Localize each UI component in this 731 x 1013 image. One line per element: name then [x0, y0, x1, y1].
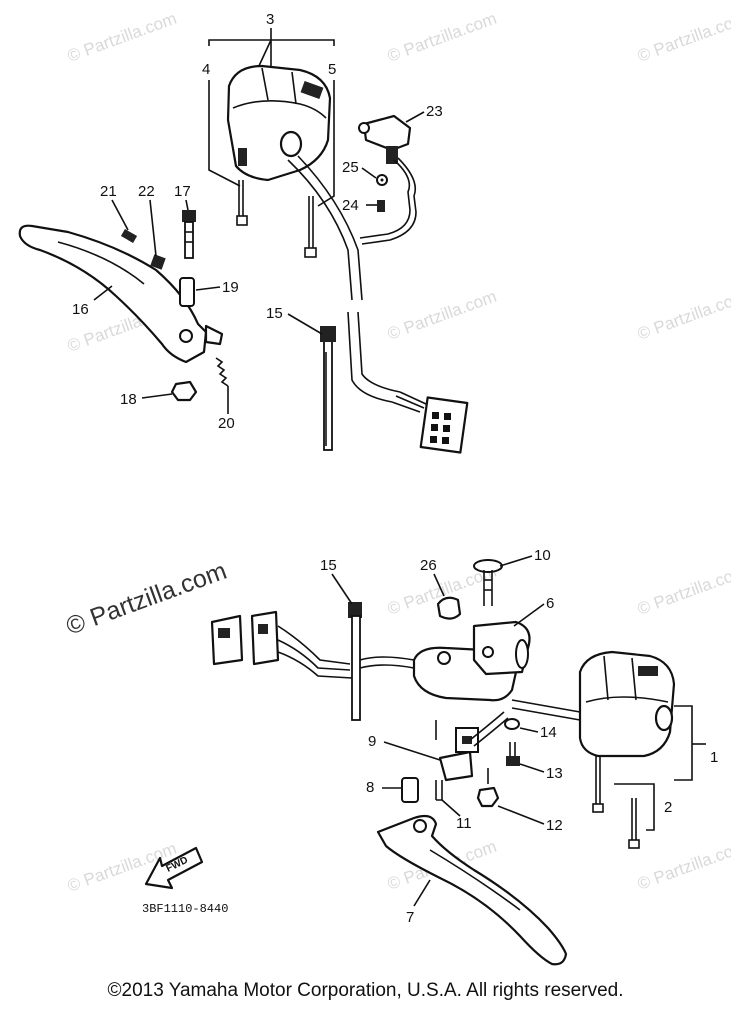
watermark: © Partzilla.com: [635, 287, 731, 344]
callout-label: 19: [222, 279, 239, 296]
callout-label: 2: [664, 799, 672, 816]
watermark-large: © Partzilla.com: [62, 557, 230, 641]
callout-label: 24: [342, 197, 359, 214]
callout-label: 22: [138, 183, 155, 200]
nut: [476, 786, 500, 808]
callout-label: 7: [406, 909, 414, 926]
callout-label: 15: [320, 557, 337, 574]
callout-label: 25: [342, 159, 359, 176]
spring: [215, 357, 229, 387]
watermark: © Partzilla.com: [635, 837, 731, 894]
watermark: © Partzilla.com: [385, 287, 499, 344]
clutch-switch: [358, 114, 417, 245]
collar: [179, 277, 195, 307]
wire-connector: [210, 610, 353, 679]
watermark: © Partzilla.com: [635, 9, 731, 66]
pin: [435, 780, 443, 801]
screw: [506, 742, 520, 766]
screw: [366, 200, 385, 212]
drawing-code: 3BF1110-8440: [142, 902, 228, 916]
plug: [436, 596, 462, 620]
callout-label: 9: [368, 733, 376, 750]
callout-label: 16: [72, 301, 89, 318]
callout-label: 3: [266, 11, 274, 28]
callout-label: 4: [202, 61, 210, 78]
nut: [170, 380, 198, 402]
callout-label: 26: [420, 557, 437, 574]
copyright-notice: ©2013 Yamaha Motor Corporation, U.S.A. A…: [107, 980, 624, 1001]
washer: [504, 718, 520, 730]
brake-switch: [438, 711, 509, 782]
cable-tie: [348, 602, 362, 721]
callout-label: 12: [546, 817, 563, 834]
watermark: © Partzilla.com: [635, 562, 731, 619]
callout-label: 15: [266, 305, 283, 322]
right-handlebar-switch: [578, 650, 676, 758]
locknut: [150, 254, 166, 270]
callout-label: 11: [456, 815, 472, 832]
callout-label: 6: [546, 595, 554, 612]
callout-label: 14: [540, 724, 557, 741]
right-switch-assembly: FWD 3BF1110-8440: [142, 559, 706, 966]
watermark: © Partzilla.com: [385, 9, 499, 66]
callout-label: 5: [328, 61, 336, 78]
washer: [376, 174, 388, 186]
callout-label: 1: [710, 749, 718, 766]
collar: [401, 777, 419, 803]
cable-tie: [320, 326, 336, 451]
watermark: © Partzilla.com: [65, 9, 179, 66]
callout-label: 10: [534, 547, 551, 564]
left-switch-assembly: [18, 28, 469, 454]
callout-label: 21: [100, 183, 117, 200]
clutch-lever: [18, 224, 224, 364]
lower-callouts: 15 26 10 6 1 2 14 13 12 11 9 8 7: [320, 547, 718, 926]
screw: [628, 798, 640, 849]
screw: [304, 196, 317, 258]
callout-label: 8: [366, 779, 374, 796]
callout-label: 18: [120, 391, 137, 408]
callout-label: 20: [218, 415, 235, 432]
callout-label: 23: [426, 103, 443, 120]
callout-label: 17: [174, 183, 191, 200]
upper-callouts: 3 4 5 23 25 24 21 22 17 19 16 15 18 20: [72, 11, 443, 432]
screw: [592, 756, 604, 813]
left-handlebar-switch: [226, 64, 401, 403]
wire-connector: [391, 391, 469, 454]
pivot-bolt: [182, 210, 196, 259]
throttle-housing: [412, 620, 531, 702]
callout-label: 13: [546, 765, 563, 782]
adjuster-bolt: [120, 229, 138, 243]
brake-lever: [376, 814, 568, 966]
screw: [236, 180, 248, 226]
